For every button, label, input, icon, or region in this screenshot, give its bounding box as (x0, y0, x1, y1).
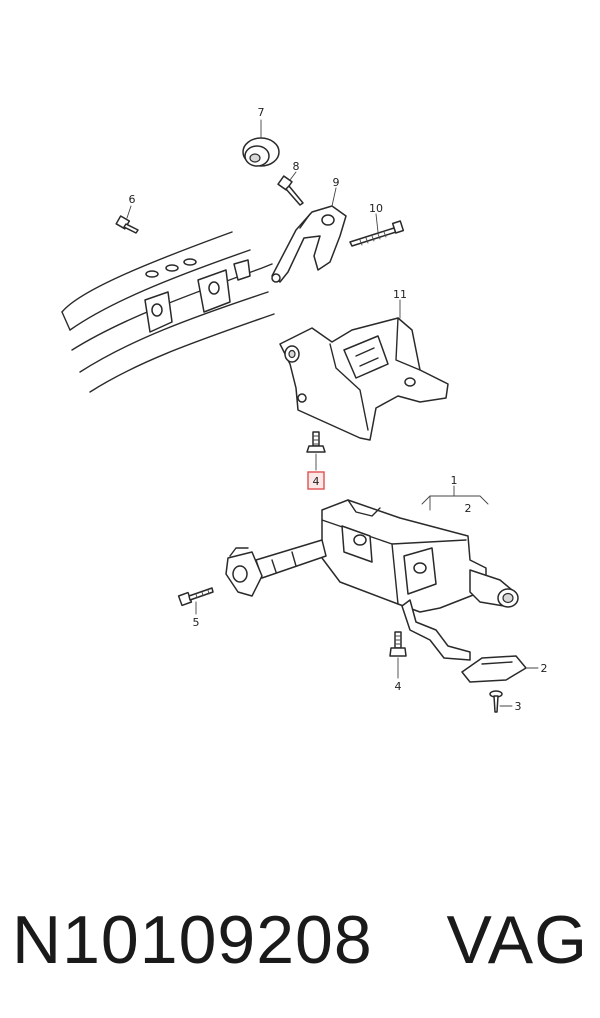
bolt-part-6 (115, 215, 139, 234)
bolt-part-10 (349, 220, 405, 247)
callout-2-upper: 2 (465, 502, 472, 515)
grommet-part-7 (242, 137, 280, 167)
callout-2-lower: 2 (541, 662, 548, 675)
bolt-part-4-upper (306, 431, 326, 453)
callout-4-highlight-label: 4 (313, 475, 320, 488)
exploded-parts-diagram: 7 8 9 6 10 11 4 1 2 5 4 2 3 (61, 106, 548, 713)
brand-name: VAG (446, 902, 588, 978)
callout-9: 9 (333, 176, 340, 189)
callout-8: 8 (293, 160, 300, 173)
callout-6: 6 (129, 193, 136, 206)
callout-10: 10 (369, 202, 383, 215)
bracket-part-9 (271, 205, 347, 283)
mounting-bracket-part-11 (279, 317, 449, 441)
steering-column-part-1 (225, 499, 519, 661)
bolt-part-8 (277, 175, 304, 206)
part-number-footer: N10109208 VAG (12, 880, 588, 1000)
bolt-part-5 (177, 587, 214, 607)
screw-part-3 (489, 690, 503, 713)
callout-4-highlight: 4 (307, 471, 325, 490)
callout-4-lower: 4 (395, 680, 402, 693)
cross-member-frame (61, 231, 275, 393)
callout-11: 11 (393, 288, 407, 301)
callout-5: 5 (193, 616, 200, 629)
bolt-part-4-lower (389, 631, 407, 657)
cover-part-2 (461, 655, 527, 683)
callout-3: 3 (515, 700, 522, 713)
callout-1: 1 (451, 474, 458, 487)
callout-7: 7 (258, 106, 265, 119)
leader-lines (126, 119, 539, 707)
part-number: N10109208 (12, 902, 373, 978)
callout-labels: 7 8 9 6 10 11 4 1 2 5 4 2 3 (129, 106, 548, 713)
